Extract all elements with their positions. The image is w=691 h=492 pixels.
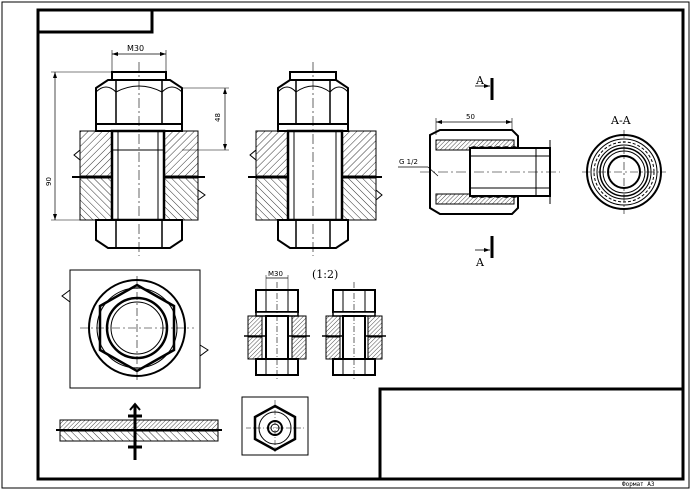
pipe-thread-label: G 1/2	[399, 158, 418, 166]
title-block	[378, 387, 685, 481]
section-a-a-view	[582, 130, 666, 214]
small-nut-top-view	[241, 396, 309, 456]
simplified-joint-view	[56, 402, 222, 460]
section-title: A-A	[610, 114, 632, 127]
dim-label-height-90: 90	[45, 177, 53, 186]
scale-label: (1:2)	[312, 268, 338, 281]
dim-label-length-50: 50	[466, 113, 475, 121]
nut-top-view	[61, 269, 209, 389]
code-box	[36, 8, 154, 34]
pipe-fitting-section-view	[398, 78, 560, 258]
section-mark-top: A	[475, 74, 485, 87]
format-label: Формат А3	[622, 481, 655, 488]
dim-label-thread-small: M30	[268, 270, 283, 278]
dim-label-height-48: 48	[214, 113, 222, 122]
bolt-assembly-front-view	[51, 50, 229, 256]
small-bolt-left	[244, 275, 310, 380]
bolt-assembly-simplified-view	[248, 62, 383, 256]
small-bolt-right	[322, 282, 386, 380]
inner-frame	[36, 8, 685, 481]
section-mark-bottom: A	[475, 256, 485, 269]
dim-label-thread-top: M30	[127, 44, 144, 53]
